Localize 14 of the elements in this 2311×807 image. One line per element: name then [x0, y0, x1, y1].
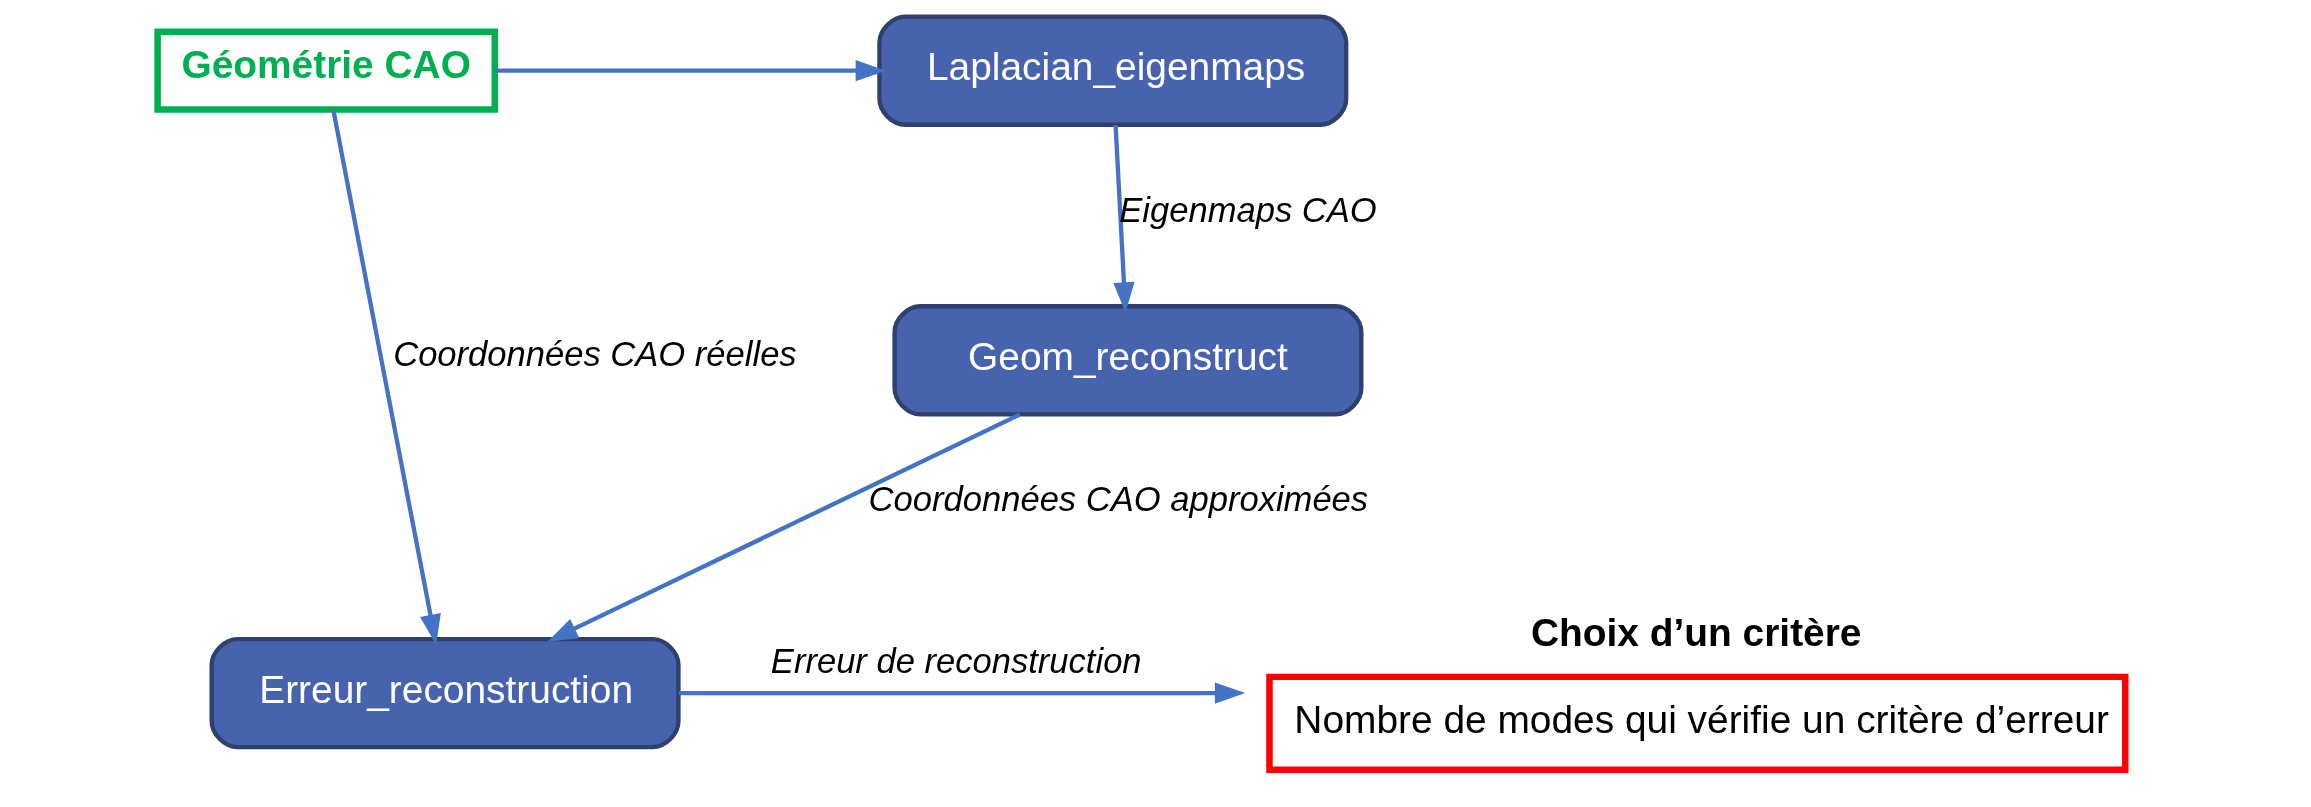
node-box: Erreur_reconstruction [209, 636, 681, 750]
node-box: Nombre de modes qui vérifie un critère d’erreur [1266, 673, 2129, 774]
arrow [495, 60, 886, 82]
edge-label: Coordonnées CAO réelles [393, 335, 797, 374]
node-box: Géométrie CAO [154, 28, 498, 113]
arrow [331, 109, 441, 645]
edge-label: Erreur de reconstruction [770, 642, 1142, 681]
node-box: Geom_reconstruct [892, 304, 1364, 417]
node-label: Choix d’un critère [1530, 611, 1862, 655]
edge-label: Coordonnées CAO approximées [868, 480, 1369, 519]
arrow [547, 412, 1021, 642]
arrow [678, 682, 1246, 704]
node-box: Laplacian_eigenmaps [877, 14, 1349, 127]
arrow [1113, 125, 1135, 313]
